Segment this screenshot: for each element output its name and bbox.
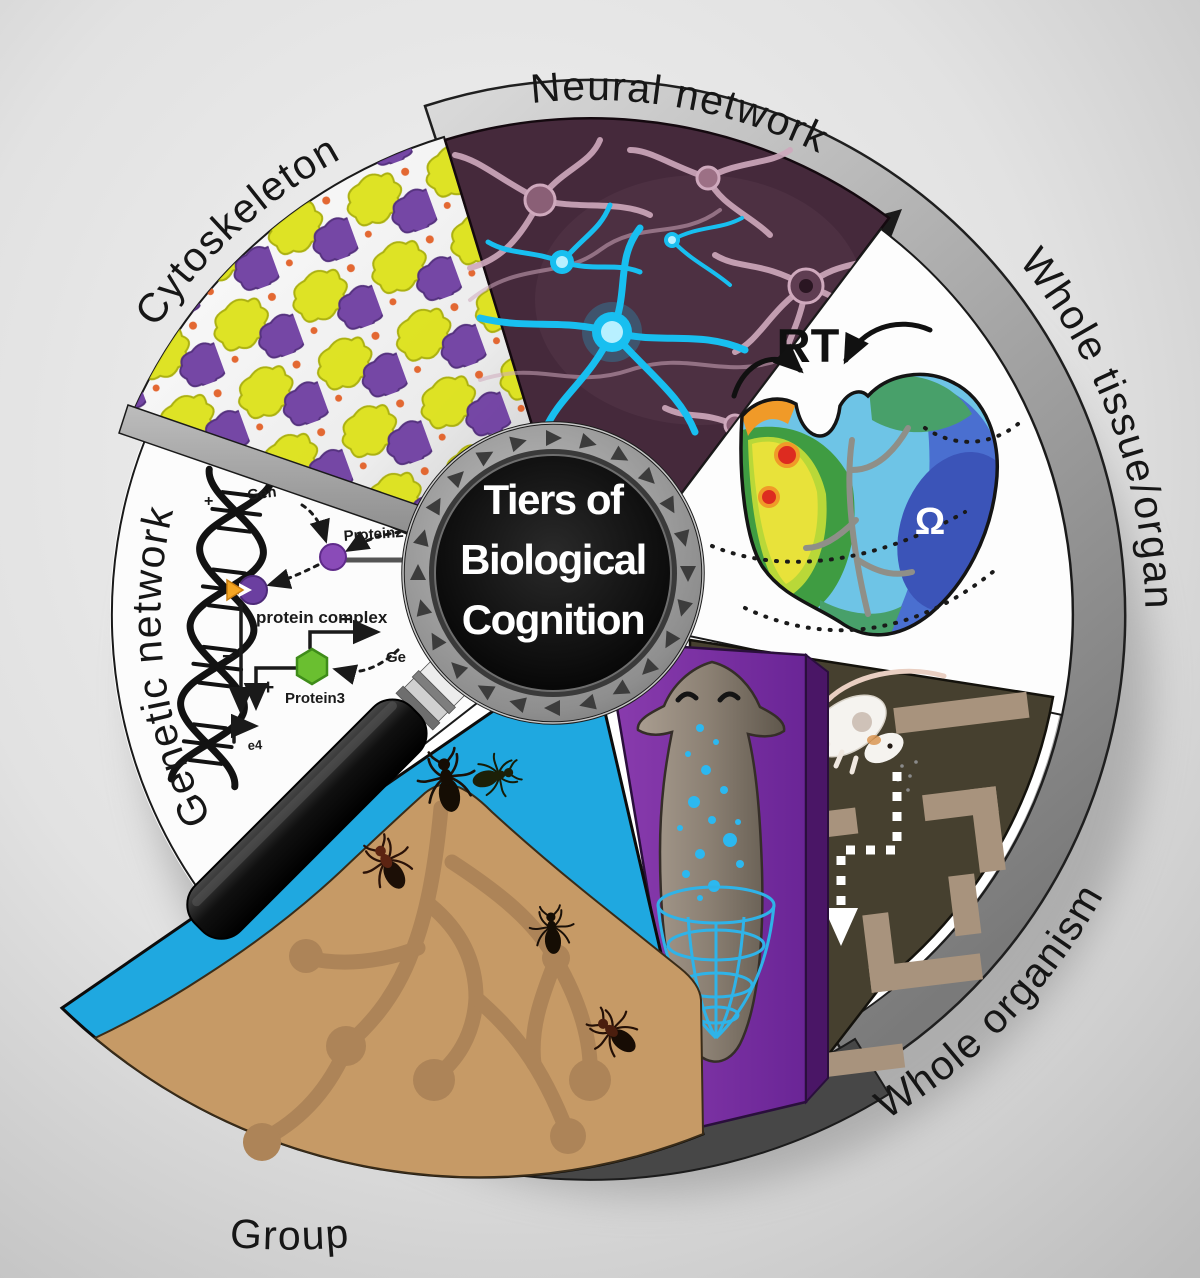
plus-sign-elbow: + [262, 676, 274, 699]
ants [362, 746, 639, 1058]
protein2-node [319, 543, 347, 571]
omega-symbol: Ω [915, 501, 945, 543]
ant [472, 752, 523, 798]
tunnel-chambers [243, 939, 611, 1161]
maze-path-arrow [824, 772, 902, 946]
plus-sign-top: + [204, 493, 213, 510]
planarian-eye-left [675, 691, 699, 703]
center-title: Tiers of Biological Cognition [460, 476, 647, 643]
ant [585, 1006, 639, 1058]
genetic-network-panel: Gen Protein2 protein complex Protein3 Ge… [110, 419, 592, 911]
protein-complex-node [226, 575, 268, 605]
whole-tissue-organ-panel: RT Ω [588, 227, 1074, 717]
protein-complex-label: protein complex [256, 608, 388, 627]
rt-arrows [731, 321, 933, 399]
protein3-label: Protein3 [285, 690, 345, 707]
rt-annotation: RT [777, 319, 840, 372]
ant [528, 904, 575, 954]
center-title-line1: Tiers of [484, 476, 625, 523]
contour-dashed-lines [710, 422, 1020, 633]
gene-right-label: Ge [386, 649, 406, 666]
lens-face [434, 454, 672, 692]
magnifying-glass: Tiers of Biological Cognition [186, 421, 705, 940]
planarian-panel [604, 640, 829, 1132]
center-title-line3: Cognition [462, 596, 644, 643]
gene-top-label: Gen [246, 484, 277, 504]
planarian-eye-right [717, 691, 741, 703]
group-panel [59, 663, 705, 1179]
ant [362, 833, 414, 889]
maze-walls [791, 691, 1030, 1078]
label-group: Group [229, 1210, 352, 1259]
gene4-label: e4 [247, 737, 263, 753]
protein3-node [295, 647, 329, 686]
magnifier-handle [186, 698, 428, 940]
minus-sign-horizontal: − [340, 608, 352, 631]
protein2-label: Protein2 [343, 524, 404, 545]
center-title-line2: Biological [460, 536, 646, 583]
stem-cell-dots [677, 724, 744, 901]
planarian-body [636, 660, 786, 1063]
minus-sign-vertical: − [222, 645, 234, 668]
ant [416, 746, 476, 812]
organ-veins [803, 425, 915, 617]
dna-helix-icon [167, 465, 277, 791]
